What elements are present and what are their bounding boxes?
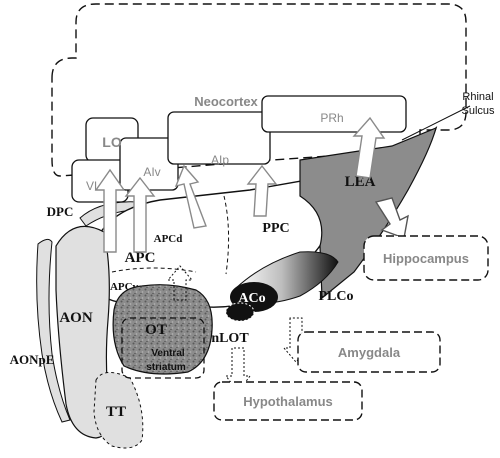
ventral-striatum-label-line2: striatum xyxy=(146,362,186,373)
arrow-to-prh xyxy=(352,116,386,179)
ventral-striatum-box xyxy=(121,317,205,379)
arrow-to-aip-right xyxy=(246,164,278,217)
ot-label: OT xyxy=(145,322,167,338)
dpc-label: DPC xyxy=(47,204,74,219)
nlot-label: nLOT xyxy=(211,331,249,346)
tt-region xyxy=(93,372,144,449)
nlot-region xyxy=(225,302,255,322)
ppc-label: PPC xyxy=(262,221,289,236)
amygdala-label: Amygdala xyxy=(338,345,401,360)
rhinal-sulcus-label-line1: Rhinal xyxy=(462,91,493,103)
aip-region xyxy=(167,111,271,165)
neocortex-label: Neocortex xyxy=(194,94,258,109)
apc-label: APC xyxy=(125,250,156,266)
arrow-to-aiv xyxy=(124,176,156,253)
ppc-apc-boundary xyxy=(223,195,230,275)
lea-region xyxy=(299,126,437,300)
aco-label: ACo xyxy=(238,291,265,306)
arrow-to-lo xyxy=(94,168,126,253)
plco-label: PLCo xyxy=(319,289,354,304)
arrow-to-hippocampus xyxy=(374,197,409,239)
apcd-label: APCd xyxy=(154,233,183,245)
ot-region xyxy=(112,284,213,375)
hippocampus-label: Hippocampus xyxy=(383,251,469,266)
rhinal-sulcus-pointer xyxy=(401,105,471,141)
aon-label: AON xyxy=(59,310,93,326)
aiv-label: AIv xyxy=(143,165,160,179)
rhinal-sulcus-label-line2: Sulcus xyxy=(461,105,495,117)
hypothalamus-label: Hypothalamus xyxy=(243,394,333,409)
ventral-striatum-label-line1: Ventral xyxy=(151,348,185,359)
hypothalamus-box xyxy=(213,381,363,421)
lo-label: LO xyxy=(102,134,122,150)
amygdala-box xyxy=(297,331,441,373)
apc-subdivision-line xyxy=(111,267,197,273)
aip-label: AIp xyxy=(211,153,229,167)
arrow-ot-upward xyxy=(166,265,194,301)
tt-label: TT xyxy=(106,404,126,420)
hippocampus-box xyxy=(363,235,489,281)
prh-label: PRh xyxy=(320,111,343,125)
aonpe-region xyxy=(36,238,71,423)
arrow-to-aip-left xyxy=(174,164,207,229)
aonpe-label: AONpE xyxy=(10,352,55,367)
